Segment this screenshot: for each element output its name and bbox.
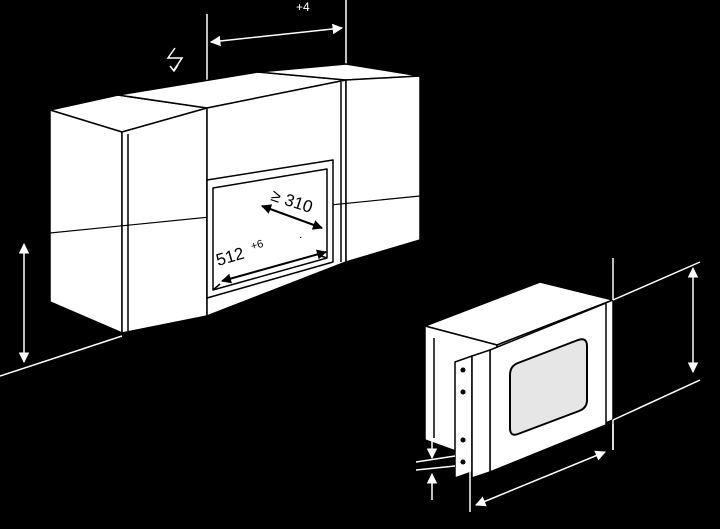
cabinet xyxy=(0,63,421,334)
niche-marker: ˙ xyxy=(299,234,304,250)
cabinet-height-dimension xyxy=(0,242,123,377)
power-connection-icon xyxy=(166,47,184,73)
appliance-dimensions xyxy=(415,258,701,512)
niche xyxy=(206,159,334,299)
appliance xyxy=(424,281,614,479)
niche-width-tolerance: +6 xyxy=(250,238,265,253)
appliance-window xyxy=(509,338,588,436)
top-offset-label: +4 xyxy=(296,0,310,14)
